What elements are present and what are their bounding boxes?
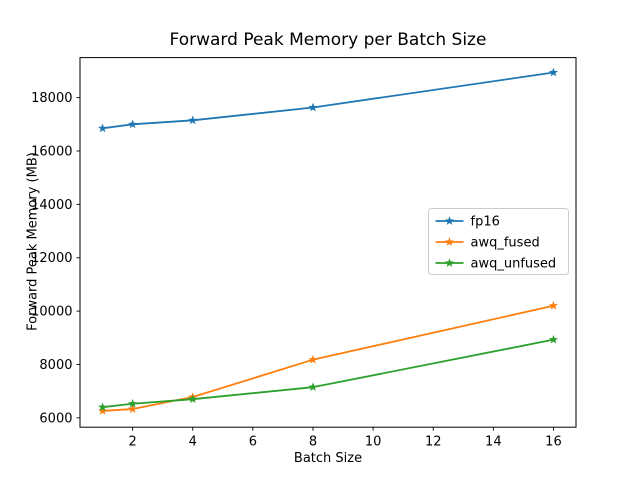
y-tick-label: 6000 (39, 411, 72, 426)
y-tick-label: 16000 (31, 145, 72, 160)
chart-title: Forward Peak Memory per Batch Size (169, 30, 487, 50)
x-tick-label: 2 (128, 435, 136, 450)
legend-label-fp16: fp16 (471, 215, 500, 230)
x-tick-label: 10 (365, 435, 382, 450)
legend-label-awq_unfused: awq_unfused (471, 257, 557, 272)
y-tick-label: 18000 (31, 91, 72, 106)
x-tick-label: 16 (545, 435, 562, 450)
x-axis-label: Batch Size (293, 451, 363, 466)
awq_unfused-marker (308, 382, 318, 392)
awq_fused-marker (548, 300, 559, 310)
x-tick-label: 6 (249, 435, 257, 450)
awq_unfused-marker (188, 394, 198, 404)
fp16-marker (188, 115, 198, 125)
fp16-marker (128, 119, 138, 129)
fp16-marker (97, 123, 108, 133)
awq_fused-marker (97, 406, 108, 415)
legend-label-awq_fused: awq_fused (471, 236, 540, 251)
fp16-marker (308, 102, 318, 112)
awq_fused-marker (308, 354, 318, 364)
fp16-line (102, 71, 554, 130)
y-tick-label: 12000 (31, 251, 72, 266)
axes-frame (79, 57, 577, 428)
legend-box (428, 208, 569, 275)
awq_fused-marker (128, 404, 138, 413)
x-tick-label: 8 (309, 435, 317, 450)
awq_unfused-marker (97, 402, 108, 412)
legend-marker-fp16 (444, 216, 455, 225)
x-tick-label: 14 (485, 435, 502, 450)
x-tick-label: 4 (189, 435, 197, 450)
awq_unfused-marker (548, 334, 559, 344)
fp16-marker (548, 67, 559, 77)
y-tick-label: 10000 (31, 305, 72, 320)
y-tick-label: 8000 (39, 358, 72, 373)
awq_unfused-marker (128, 398, 138, 408)
legend-marker-awq_unfused (444, 258, 455, 267)
awq_fused-line (102, 304, 554, 412)
x-tick-label: 12 (425, 435, 442, 450)
awq_unfused-line (102, 338, 554, 409)
y-tick-label: 14000 (31, 198, 72, 213)
legend-marker-awq_fused (444, 237, 455, 246)
